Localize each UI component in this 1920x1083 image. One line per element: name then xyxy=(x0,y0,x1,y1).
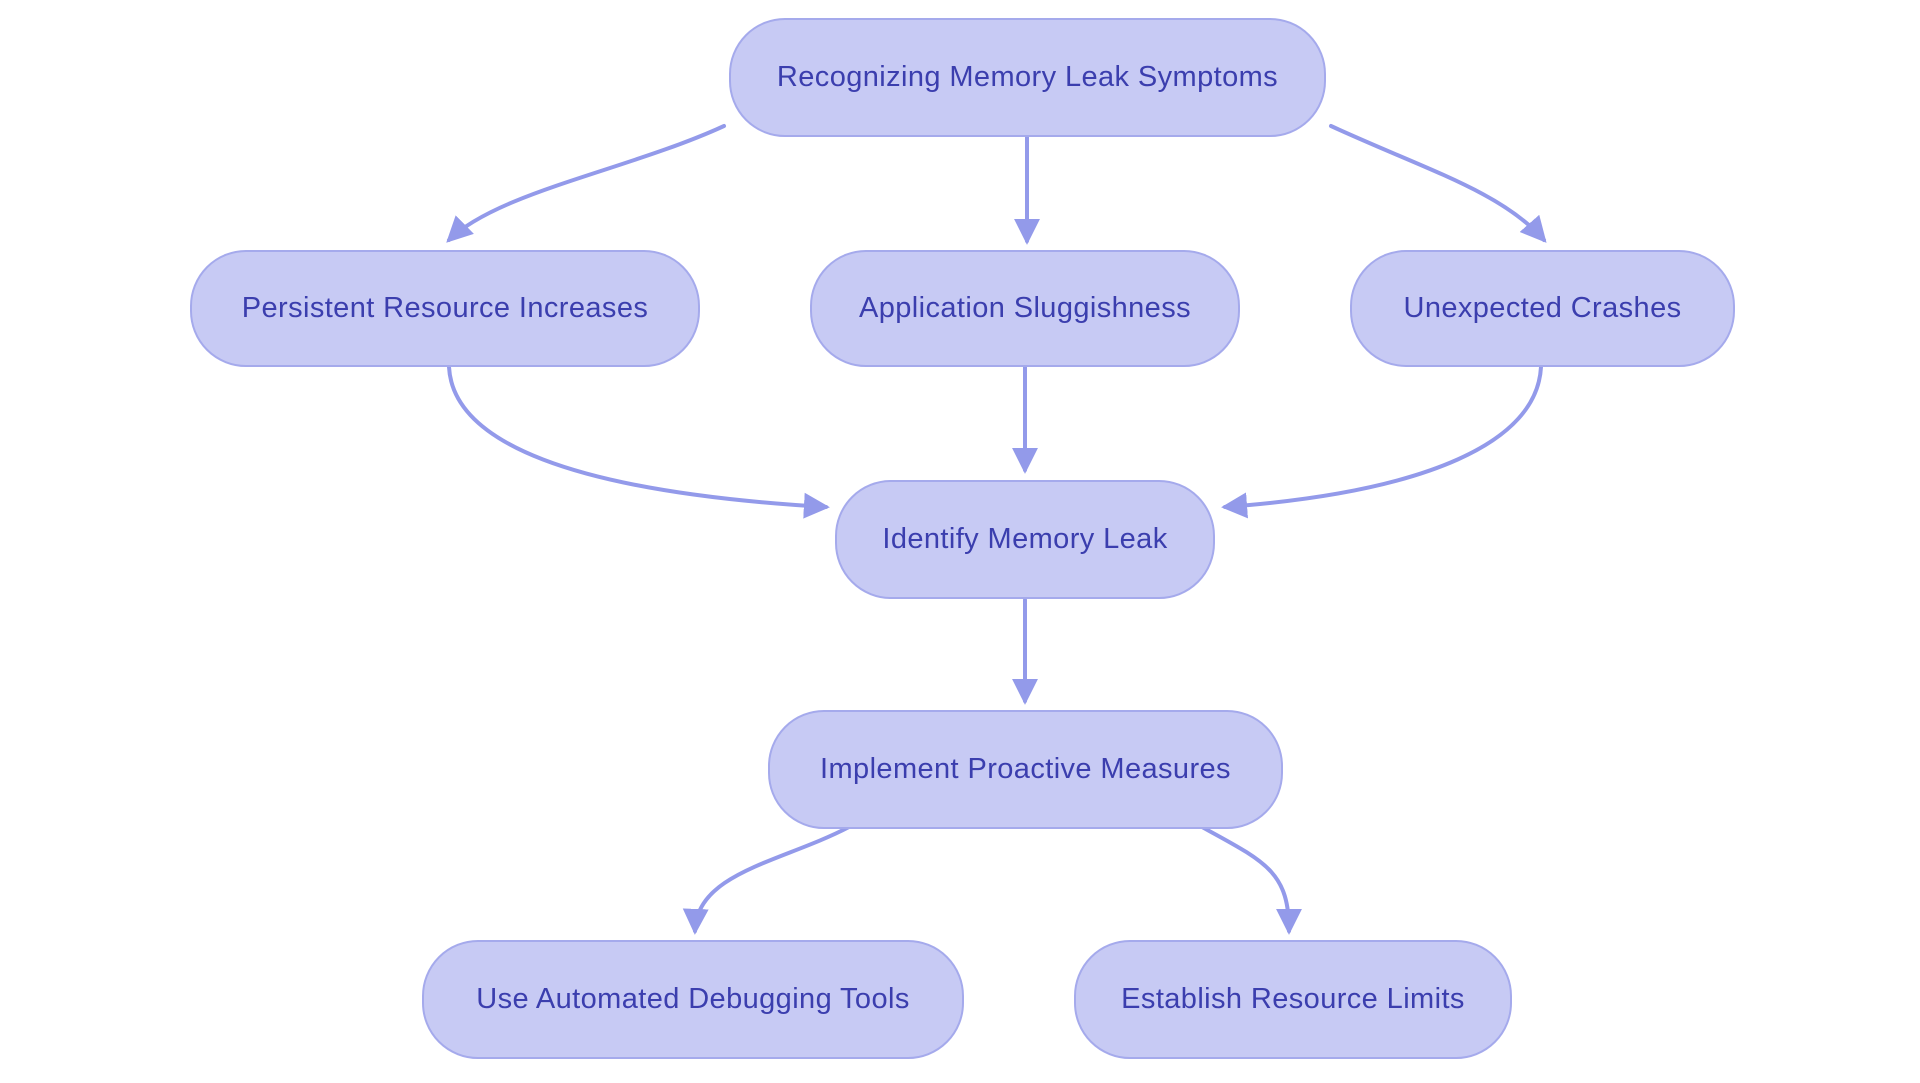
node-use-automated-debugging-tools: Use Automated Debugging Tools xyxy=(422,940,964,1059)
edge-crashes-to-identify xyxy=(1221,365,1543,519)
node-identify-memory-leak: Identify Memory Leak xyxy=(835,480,1215,599)
node-label: Implement Proactive Measures xyxy=(820,753,1231,785)
node-label: Unexpected Crashes xyxy=(1403,292,1682,324)
node-label: Identify Memory Leak xyxy=(882,523,1168,555)
node-application-sluggishness: Application Sluggishness xyxy=(810,250,1240,367)
node-label: Establish Resource Limits xyxy=(1121,983,1465,1015)
edge-symptoms-to-persistent xyxy=(446,124,726,243)
node-implement-proactive-measures: Implement Proactive Measures xyxy=(768,710,1283,829)
node-label: Application Sluggishness xyxy=(858,292,1192,324)
edge-symptoms-to-crashes xyxy=(1329,124,1547,243)
node-unexpected-crashes: Unexpected Crashes xyxy=(1350,250,1735,367)
node-establish-resource-limits: Establish Resource Limits xyxy=(1074,940,1512,1059)
node-label: Recognizing Memory Leak Symptoms xyxy=(776,61,1279,93)
edge-implement-to-tools xyxy=(682,825,851,935)
node-recognizing-memory-leak-symptoms: Recognizing Memory Leak Symptoms xyxy=(729,18,1326,137)
node-label: Use Automated Debugging Tools xyxy=(476,983,910,1015)
node-label: Persistent Resource Increases xyxy=(241,292,649,324)
edge-implement-to-limits xyxy=(1200,825,1302,935)
edge-persistent-to-identify xyxy=(447,365,830,519)
node-persistent-resource-increases: Persistent Resource Increases xyxy=(190,250,700,367)
